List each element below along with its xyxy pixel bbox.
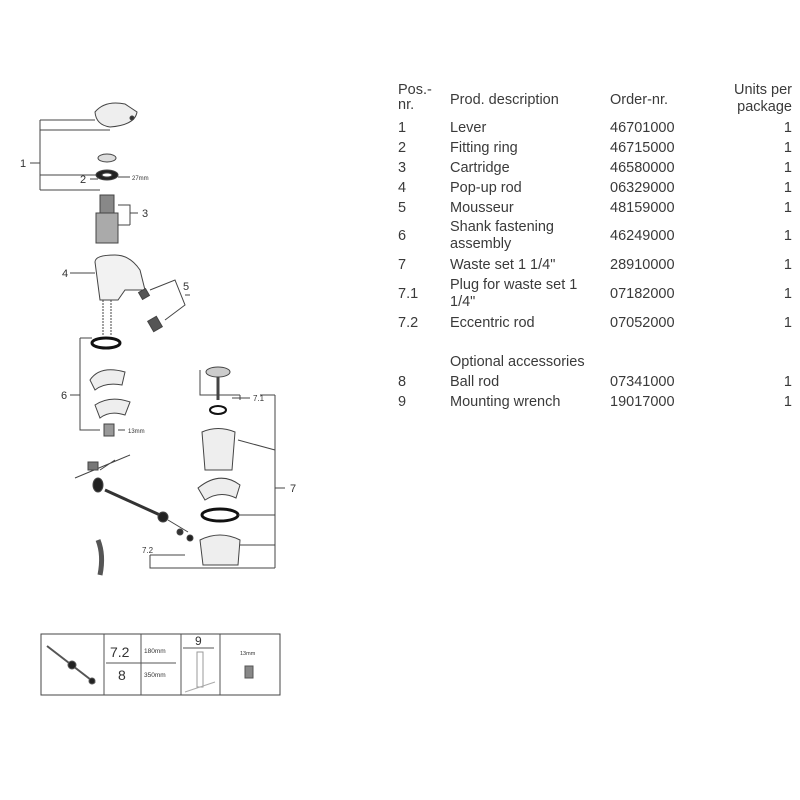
header-order: Order-nr.	[610, 92, 669, 108]
svg-text:7: 7	[290, 483, 296, 495]
row-desc: Lever	[450, 120, 487, 136]
svg-text:7.2: 7.2	[142, 546, 154, 555]
svg-text:1: 1	[20, 158, 26, 170]
row-pos: 7	[398, 257, 407, 273]
row-order: 46715000	[610, 140, 675, 156]
row-pos: 7.2	[398, 315, 419, 331]
svg-text:6: 6	[61, 390, 67, 402]
row-pos: 7.1	[398, 286, 419, 302]
wrench-label: 9	[195, 634, 202, 648]
rod-8-length: 350mm	[144, 672, 166, 679]
svg-text:2: 2	[80, 174, 86, 186]
row-order: 07182000	[610, 286, 675, 302]
row-units: 1	[783, 374, 792, 390]
fitting-ring-part	[97, 153, 117, 163]
row-units: 1	[783, 257, 792, 273]
row-pos: 8	[398, 374, 407, 390]
svg-text:13mm: 13mm	[128, 429, 145, 435]
row-pos: 4	[398, 180, 407, 196]
header-desc: Prod. description	[450, 92, 559, 108]
row-desc: Cartridge	[450, 160, 510, 176]
row-pos: 6	[398, 228, 407, 244]
row-order: 19017000	[610, 394, 675, 410]
row-units: 1	[783, 286, 792, 302]
row-desc: Shank fastening assembly	[450, 219, 554, 252]
row-desc: Waste set 1 1/4"	[450, 257, 556, 273]
row-desc: Pop-up rod	[450, 180, 522, 196]
wrench-icon	[184, 651, 216, 693]
faucet-body-part: 4	[62, 254, 146, 335]
row-pos: 2	[398, 140, 407, 156]
row-units: 1	[783, 160, 792, 176]
row-order: 28910000	[610, 257, 675, 273]
rod-8-label: 8	[118, 667, 126, 683]
waste-set-part: 7.1 7	[197, 366, 296, 568]
row-order: 06329000	[610, 180, 675, 196]
cartridge-part: 3	[95, 194, 148, 244]
row-units: 1	[783, 200, 792, 216]
row-units: 1	[783, 180, 792, 196]
header-units: Units per package	[733, 82, 792, 115]
row-pos: 5	[398, 200, 407, 216]
socket-icon	[244, 665, 254, 679]
row-desc: Mousseur	[450, 200, 514, 216]
shank-assembly-part: 6 13mm	[61, 336, 145, 437]
row-order: 07052000	[610, 315, 675, 331]
svg-text:3: 3	[142, 208, 148, 220]
row-units: 1	[783, 228, 792, 244]
svg-text:7.1: 7.1	[253, 394, 265, 403]
row-order: 07341000	[610, 374, 675, 390]
callout-1: 1	[20, 119, 110, 191]
row-pos: 9	[398, 394, 407, 410]
row-desc: Mounting wrench	[450, 394, 561, 410]
svg-text:5: 5	[183, 281, 189, 293]
socket-size: 13mm	[240, 651, 256, 657]
row-desc: Fitting ring	[450, 140, 518, 156]
row-desc: Plug for waste set 1 1/4"	[450, 277, 578, 310]
row-units: 1	[783, 120, 792, 136]
rod-7-2-length: 180mm	[144, 648, 166, 655]
row-order: 46701000	[610, 120, 675, 136]
svg-text:4: 4	[62, 268, 68, 280]
row-order: 46580000	[610, 160, 675, 176]
row-order: 46249000	[610, 228, 675, 244]
row-desc: Ball rod	[450, 374, 500, 390]
row-order: 48159000	[610, 200, 675, 216]
rod-7-2-label: 7.2	[110, 644, 130, 660]
row-units: 1	[783, 315, 792, 331]
svg-text:27mm: 27mm	[132, 176, 149, 182]
optional-accessories-heading: Optional accessories	[450, 354, 585, 370]
header-pos: Pos.- nr.	[398, 82, 432, 113]
ball-rod-icon	[46, 645, 96, 685]
row-desc: Eccentric rod	[450, 315, 535, 331]
row-units: 1	[783, 140, 792, 156]
mousseur-part: 5	[137, 279, 190, 333]
lever-part	[94, 102, 138, 128]
eccentric-rod-part: 7.2	[74, 454, 275, 576]
row-units: 1	[783, 394, 792, 410]
row-pos: 1	[398, 120, 407, 136]
row-pos: 3	[398, 160, 407, 176]
